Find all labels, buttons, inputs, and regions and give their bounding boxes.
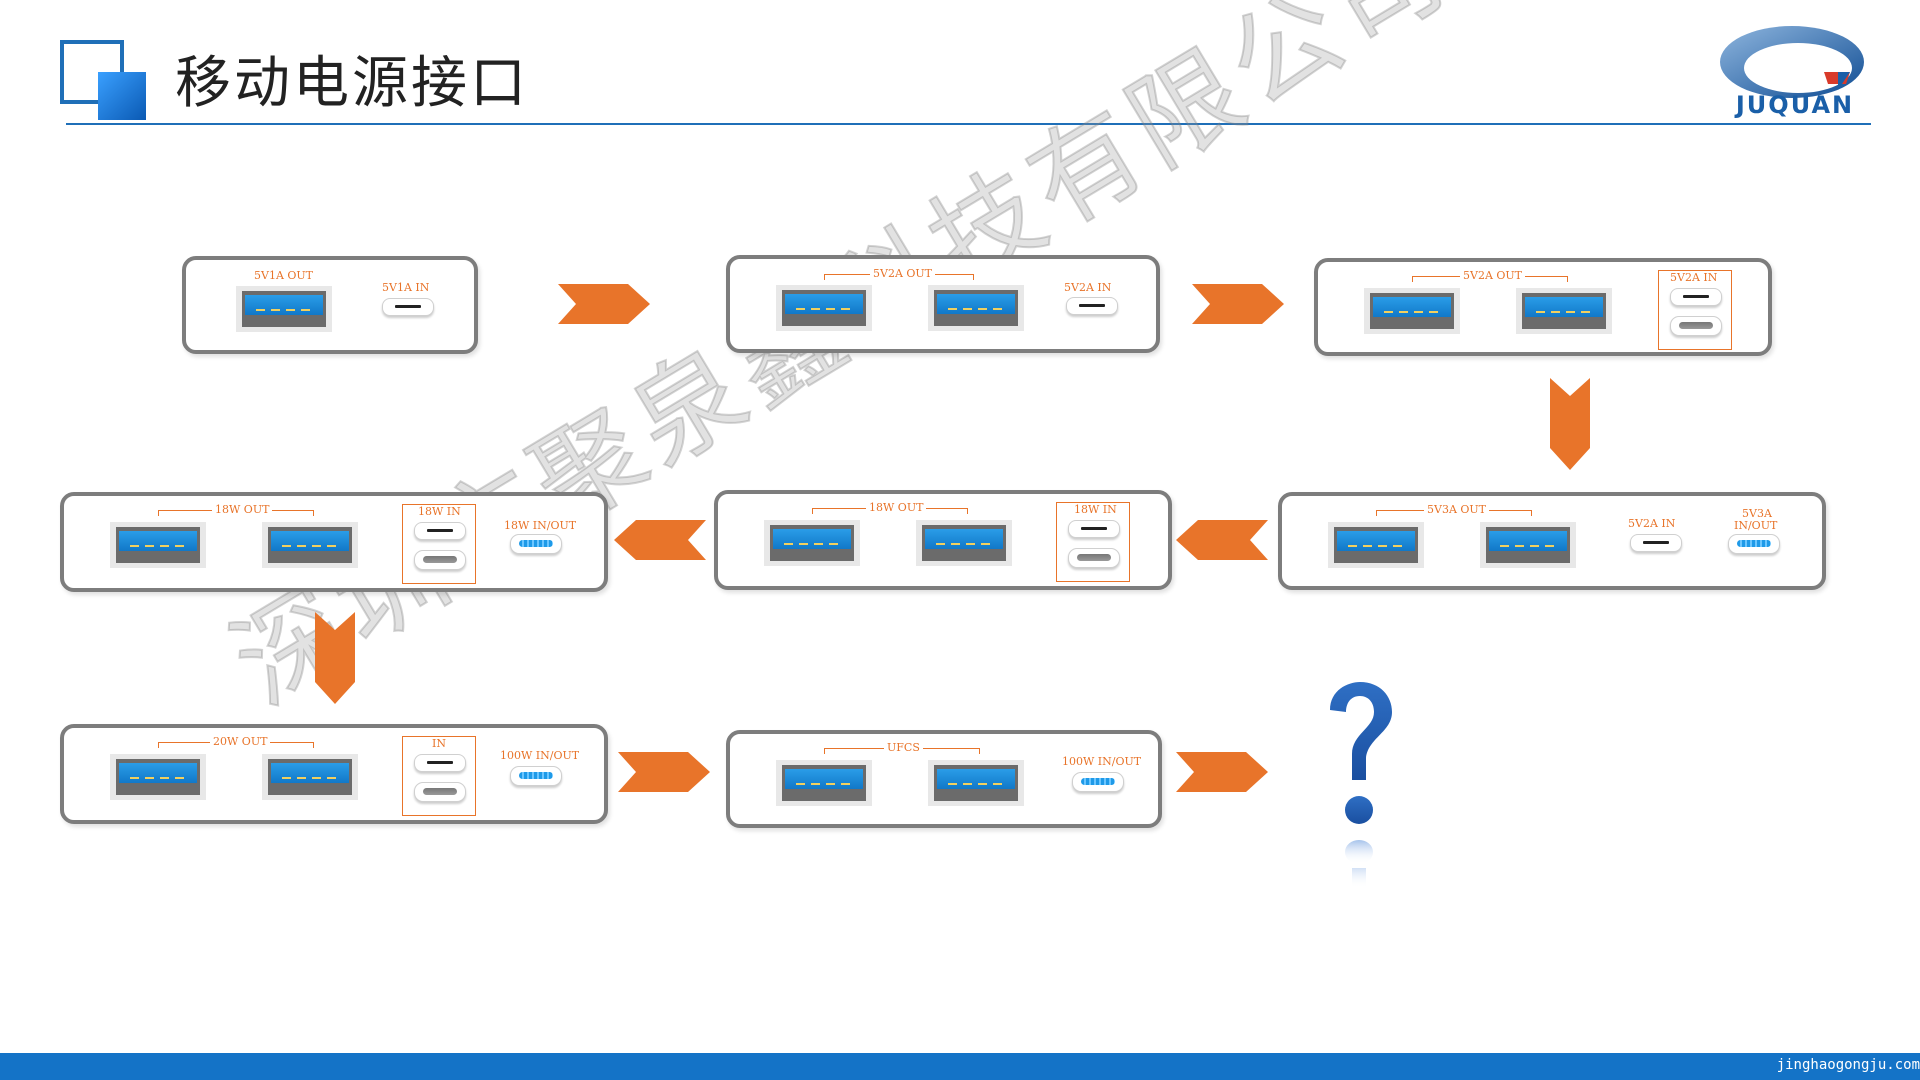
usb-a-port-icon: [928, 285, 1024, 331]
usb-a-port-icon: [776, 760, 872, 806]
usb-a-port-icon: [776, 285, 872, 331]
arrow-right-icon: [618, 752, 710, 792]
arrow-right-icon: [1192, 284, 1284, 324]
micro-usb-port-icon: [414, 522, 466, 540]
input-port-frame: [1056, 502, 1130, 582]
arrow-down-icon: [1550, 378, 1590, 470]
power-bank-5v2a-dual-in: 5V2A OUT 5V2A IN: [1314, 258, 1772, 356]
usb-a-port-icon: [764, 520, 860, 566]
usb-a-port-icon: [110, 754, 206, 800]
arrow-left-icon: [1176, 520, 1268, 560]
type-c-port-icon: [1072, 772, 1124, 792]
type-c-port-icon: [510, 766, 562, 786]
usb-a-port-icon: [236, 286, 332, 332]
footer-bar: jinghaogongju.com: [0, 1053, 1920, 1080]
port-label: 18W IN: [416, 505, 463, 518]
type-c-port-icon: [1728, 534, 1780, 554]
type-c-port-icon: [414, 782, 466, 802]
input-port-frame: [402, 504, 476, 584]
port-label: 5V2A OUT: [1460, 270, 1526, 282]
arrow-right-icon: [558, 284, 650, 324]
footer-url: jinghaogongju.com: [1776, 1057, 1920, 1073]
question-mark-icon: [1330, 682, 1392, 888]
port-label: 5V1A IN: [382, 281, 430, 294]
usb-a-port-icon: [1364, 288, 1460, 334]
header-divider: [66, 123, 1871, 125]
port-label: 5V2A IN: [1628, 517, 1676, 530]
micro-usb-port-icon: [1066, 297, 1118, 315]
power-bank-5v2a: 5V2A OUT 5V2A IN: [726, 255, 1160, 353]
port-label: 18W IN/OUT: [504, 519, 577, 532]
usb-a-port-icon: [262, 754, 358, 800]
port-label: 5V1A OUT: [254, 269, 314, 282]
micro-usb-port-icon: [1670, 288, 1722, 306]
port-label: 5V2A OUT: [870, 268, 936, 280]
micro-usb-port-icon: [382, 298, 434, 316]
input-port-frame: [402, 736, 476, 816]
usb-a-port-icon: [928, 760, 1024, 806]
micro-usb-port-icon: [1630, 534, 1682, 552]
port-label: 20W OUT: [210, 736, 271, 748]
usb-a-port-icon: [1328, 522, 1424, 568]
usb-a-port-icon: [110, 522, 206, 568]
arrow-down-icon: [315, 612, 355, 704]
power-bank-18w-pd: 18W OUT 18W IN 18W IN/OUT: [60, 492, 608, 592]
micro-usb-port-icon: [1068, 520, 1120, 538]
power-bank-ufcs: UFCS 100W IN/OUT: [726, 730, 1162, 828]
port-label: 5V3A: [1742, 507, 1772, 520]
type-c-port-icon: [414, 550, 466, 570]
type-c-port-icon: [1670, 316, 1722, 336]
logo-text: JUQUAN: [1735, 91, 1855, 119]
port-label: IN: [430, 737, 448, 750]
power-bank-5v3a: 5V3A OUT 5V2A IN 5V3A IN/OUT: [1278, 492, 1826, 590]
port-label: UFCS: [884, 742, 923, 754]
port-label: IN/OUT: [1734, 519, 1778, 532]
input-port-frame: [1658, 270, 1732, 350]
usb-a-port-icon: [916, 520, 1012, 566]
juquan-logo-icon: [1720, 26, 1864, 98]
usb-a-port-icon: [262, 522, 358, 568]
port-label: 18W OUT: [866, 502, 927, 514]
port-label: 5V2A IN: [1064, 281, 1112, 294]
arrow-left-icon: [614, 520, 706, 560]
usb-a-port-icon: [1516, 288, 1612, 334]
arrow-right-icon: [1176, 752, 1268, 792]
page-title: 移动电源接口: [175, 51, 529, 116]
port-label: 100W IN/OUT: [1062, 755, 1142, 768]
micro-usb-port-icon: [414, 754, 466, 772]
port-label: 100W IN/OUT: [500, 749, 580, 762]
port-label: 18W IN: [1072, 503, 1119, 516]
power-bank-20w: 20W OUT IN 100W IN/OUT: [60, 724, 608, 824]
usb-a-port-icon: [1480, 522, 1576, 568]
port-label: 5V2A IN: [1668, 271, 1720, 284]
header-square-filled: [98, 72, 146, 120]
power-bank-5v1a: 5V1A OUT 5V1A IN: [182, 256, 478, 354]
port-label: 18W OUT: [212, 504, 273, 516]
type-c-port-icon: [1068, 548, 1120, 568]
power-bank-18w: 18W OUT 18W IN: [714, 490, 1172, 590]
port-label: 5V3A OUT: [1424, 504, 1490, 516]
type-c-port-icon: [510, 534, 562, 554]
